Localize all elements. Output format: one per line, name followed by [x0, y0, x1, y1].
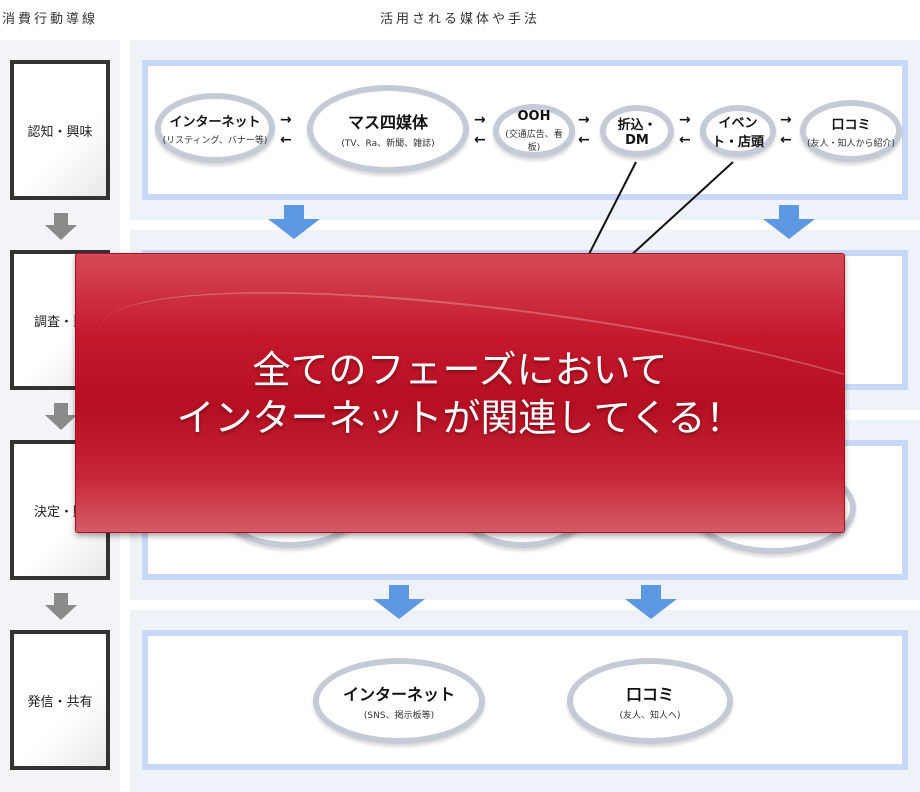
stage-label: 調査・比: [33, 314, 86, 330]
media-ooh: OOH (交通広告、看板): [493, 104, 575, 158]
banner-line-1: 全てのフェーズにおいて: [252, 348, 668, 392]
media-word-of-mouth: 口コミ (友人・知人から紹介): [800, 100, 902, 162]
media-subtitle: (交通広告、看板): [505, 130, 563, 153]
media-internet: インターネット (リスティング、バナー等): [155, 93, 275, 163]
connector-line: [585, 161, 637, 261]
stage-label: 発信・共有: [27, 694, 93, 710]
media-header: 活用される媒体や手法: [380, 12, 541, 27]
arrow-left: ←: [679, 132, 691, 148]
stage-awareness: 認知・興味: [10, 60, 110, 200]
arrow-right: →: [474, 112, 486, 128]
media-title: イベント・店頭: [711, 116, 764, 150]
arrow-right: →: [679, 112, 691, 128]
media-event-store: イベント・店頭: [700, 105, 776, 157]
media-title: 口コミ: [625, 685, 674, 704]
stage-share: 発信・共有: [10, 630, 110, 770]
media-title: インターネット: [169, 114, 261, 130]
media-panel-4: [142, 630, 908, 770]
media-title: 口コミ: [831, 117, 871, 133]
arrow-left: ←: [280, 132, 292, 148]
media-subtitle: (友人・知人から紹介): [806, 138, 896, 149]
banner-line-2: インターネットが関連してくる！: [176, 396, 744, 440]
media-flyer-dm: 折込・DM: [600, 105, 674, 157]
arrow-left: ←: [780, 132, 792, 148]
media-subtitle: (SNS、掲示板等): [363, 711, 435, 721]
stage-label: 決定・購: [33, 504, 86, 520]
media-internet-share: インターネット (SNS、掲示板等): [313, 658, 485, 744]
stage-label: 認知・興味: [27, 124, 93, 140]
media-subtitle: (リスティング、バナー等): [162, 135, 268, 146]
media-mass: マス四媒体 (TV、Ra、新聞、雑誌): [307, 85, 469, 173]
media-subtitle: (TV、Ra、新聞、雑誌): [341, 139, 435, 149]
media-title: マス四媒体: [347, 113, 428, 132]
media-subtitle: (友人、知人へ): [619, 711, 681, 721]
media-word-of-mouth-share: 口コミ (友人、知人へ): [567, 658, 733, 744]
media-title: インターネット: [342, 685, 455, 704]
media-title: OOH: [517, 109, 551, 124]
connector-line: [627, 161, 734, 259]
highlight-banner: 全てのフェーズにおいて インターネットが関連してくる！: [75, 253, 845, 533]
arrow-right: →: [280, 112, 292, 128]
arrow-left: ←: [474, 132, 486, 148]
funnel-header: 消費行動導線: [2, 12, 99, 27]
banner-text: 全てのフェーズにおいて インターネットが関連してくる！: [76, 346, 844, 442]
arrow-right: →: [780, 112, 792, 128]
arrow-right: →: [578, 112, 590, 128]
media-title: 折込・DM: [617, 118, 657, 148]
arrow-left: ←: [578, 132, 590, 148]
